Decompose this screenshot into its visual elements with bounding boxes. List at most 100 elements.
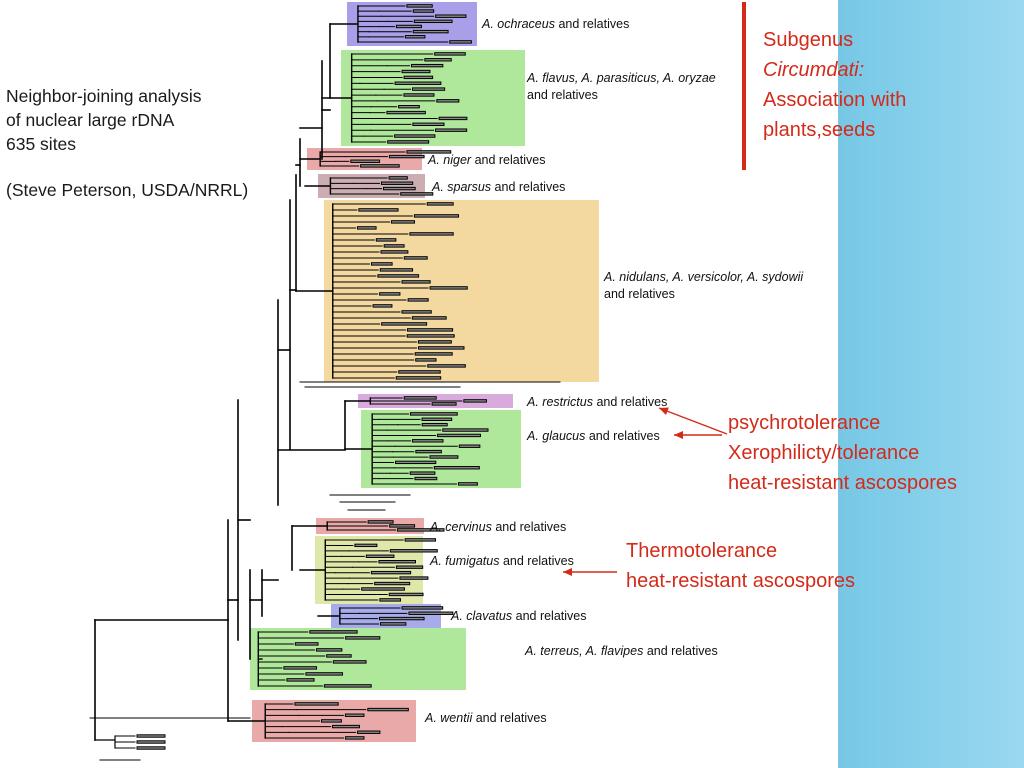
species-label-placeholder: [377, 274, 420, 278]
species-label-placeholder: [412, 122, 445, 126]
restrictus-glaucus-note: psychrotolerance Xerophilicty/tolerance …: [728, 408, 957, 498]
species-label-placeholder: [326, 654, 352, 658]
subgenus-line-4: plants,seeds: [763, 119, 876, 141]
species-label-placeholder: [429, 286, 468, 290]
species-label-placeholder: [399, 576, 429, 580]
clade-label: A. restrictus and relatives: [526, 395, 667, 409]
species-label-placeholder: [383, 244, 405, 248]
species-label-placeholder: [372, 304, 393, 308]
species-label-placeholder: [438, 116, 468, 121]
species-label-placeholder: [379, 268, 414, 272]
clade-label: A. fumigatus and relatives: [429, 554, 574, 568]
species-label-placeholder: [435, 14, 467, 18]
heading-line-3: 635 sites: [6, 134, 77, 154]
species-label-placeholder: [424, 58, 452, 62]
species-label-placeholder: [374, 581, 411, 586]
species-label-placeholder: [413, 19, 453, 24]
species-label-placeholder: [388, 176, 408, 180]
note-heat-resistant-1: heat-resistant ascospores: [728, 472, 958, 494]
species-label-placeholder: [434, 52, 466, 56]
species-label-placeholder: [427, 364, 466, 368]
species-label-placeholder: [417, 340, 452, 344]
species-label-placeholder: [401, 280, 431, 284]
species-label-placeholder: [398, 370, 441, 374]
species-label-placeholder: [388, 154, 425, 159]
species-label-placeholder: [361, 587, 405, 591]
species-label-placeholder: [406, 4, 433, 8]
clade-label: A. clavatus and relatives: [450, 609, 587, 623]
figure-heading: Neighbor-joining analysis of nuclear lar…: [6, 84, 296, 202]
species-label-placeholder: [414, 476, 438, 481]
heading-line-1: Neighbor-joining analysis: [6, 86, 202, 106]
species-label-placeholder: [354, 543, 378, 548]
clade-label: A. niger and relatives: [427, 153, 545, 167]
species-label-placeholder: [395, 24, 422, 29]
species-label-placeholder: [400, 192, 434, 196]
species-label-placeholder: [365, 554, 395, 558]
species-label-placeholder: [316, 648, 343, 652]
species-label-placeholder: [380, 181, 414, 185]
subgenus-name: Circumdati:: [763, 59, 865, 81]
species-label-placeholder: [358, 208, 399, 212]
species-label-placeholder: [412, 87, 446, 91]
species-label-placeholder: [283, 666, 318, 670]
species-label-placeholder: [389, 549, 438, 553]
arrow-to-restrictus: [658, 407, 728, 435]
species-label-placeholder: [412, 9, 435, 13]
note-thermotolerance: Thermotolerance: [626, 540, 778, 562]
species-label-placeholder: [350, 159, 381, 163]
species-label-placeholder: [458, 444, 481, 448]
species-label-placeholder: [367, 520, 394, 524]
species-label-placeholder: [403, 75, 434, 80]
arrow-to-restrictus-head: [659, 407, 669, 415]
species-label-placeholder: [395, 376, 442, 380]
heading-line-4: (Steve Peterson, USDA/NRRL): [6, 180, 249, 200]
clade-label: A. cervinus and relatives: [429, 520, 566, 534]
species-label-placeholder: [309, 630, 358, 634]
species-label-placeholder: [390, 220, 416, 224]
species-label-placeholder: [409, 471, 436, 475]
species-label-placeholder: [426, 202, 454, 206]
clade-label-line2: and relatives: [527, 88, 598, 102]
species-label-placeholder: [378, 560, 417, 564]
species-label-placeholder: [431, 402, 457, 406]
species-label-placeholder: [294, 642, 319, 646]
species-label-placeholder: [410, 63, 444, 68]
species-label-placeholder: [345, 736, 365, 740]
species-label-placeholder: [388, 592, 424, 597]
clade-box: [361, 410, 521, 488]
species-label-placeholder: [407, 298, 429, 302]
species-label-placeholder: [356, 226, 377, 230]
species-label-placeholder: [406, 334, 455, 338]
species-label-placeholder: [381, 322, 428, 326]
species-label-placeholder: [408, 611, 454, 615]
species-label-placeholder: [406, 328, 454, 332]
species-label-placeholder: [403, 93, 435, 97]
species-label-placeholder: [436, 99, 460, 103]
arrow-to-fumigatus-head: [563, 568, 572, 576]
species-label-placeholder: [382, 186, 416, 191]
species-label-placeholder: [286, 678, 315, 682]
species-label-placeholder: [136, 734, 166, 738]
species-label-placeholder: [413, 214, 460, 218]
species-label-placeholder: [394, 81, 442, 85]
species-label-placeholder: [406, 150, 452, 154]
clade-label: A. flavus, A. parasiticus, A. oryzae: [526, 71, 716, 85]
species-label-placeholder: [294, 702, 339, 706]
species-label-placeholder: [415, 449, 442, 454]
species-label-placeholder: [378, 616, 425, 621]
species-label-placeholder: [389, 524, 416, 528]
species-label-placeholder: [415, 358, 437, 362]
species-label-placeholder: [323, 684, 372, 688]
clade-box: [324, 200, 599, 382]
species-label-placeholder: [421, 422, 448, 427]
species-label-placeholder: [387, 140, 430, 144]
species-label-placeholder: [332, 724, 361, 729]
species-label-placeholder: [433, 466, 480, 470]
species-label-placeholder: [401, 606, 444, 610]
clade-label: A. wentii and relatives: [424, 711, 547, 725]
clade-label: A. terreus, A. flavipes and relatives: [524, 644, 718, 658]
clade-box: [347, 2, 477, 46]
clade-label: A. ochraceus and relatives: [481, 17, 629, 31]
